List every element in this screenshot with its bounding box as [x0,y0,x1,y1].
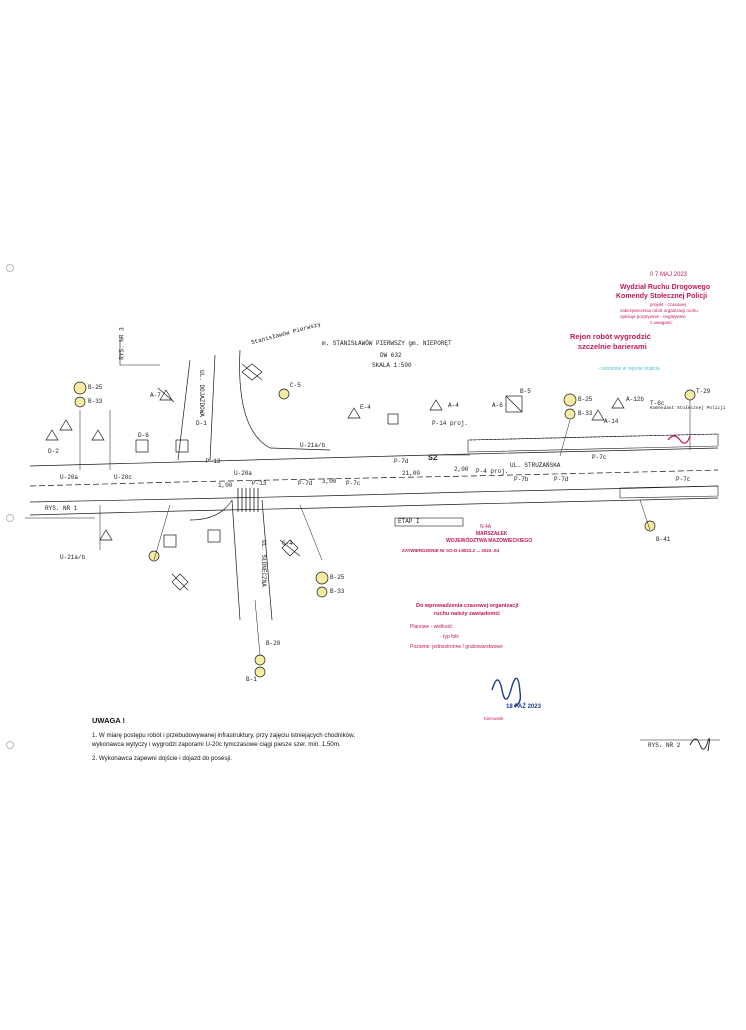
sign-label: B-33 [578,410,593,417]
sign-label: A-6 [492,402,503,409]
sign-label: B-20 [266,640,281,647]
stamp-text: N 4A [480,524,492,530]
stamp-text: zabezpieczenia robót organizacji ruchu [620,308,698,313]
sign-label: P-7d [554,476,569,483]
sign-label: B-5 [520,388,531,395]
sign-label: P-7c [592,454,607,461]
stamp-text: opiniuje pozytywnie - negatywnie [620,314,686,319]
barrier-hatch [467,433,719,499]
sign-label: U-21a/b [60,554,86,561]
stamp-text: projekt - czasowej [650,302,687,307]
sign-label: P-13 [206,458,221,465]
stamp-text: Wydział Ruchu Drogowego [620,284,711,291]
sign-label: A-4 [448,402,459,409]
drawing-scale: SKALA 1:500 [372,362,412,369]
sign-label: D-1 [196,420,207,427]
sign-label: P-7b [514,476,529,483]
street-label: UL. DOJAZDOWA [197,370,205,417]
note-line: wykonawca wytyczy i wygrodzi zaporami U-… [92,741,341,748]
temporary-signs [45,363,625,591]
sign-label: T-6c [650,400,665,407]
sign-label: B-41 [656,536,671,543]
sign-label: A-14 [604,418,619,425]
note-line: 2. Wykonawca zapewni dojście i dojazd do… [92,755,232,762]
signature [491,677,522,707]
side-road-south [189,499,273,621]
stamp-text: Rejon robót wygrodzić [570,332,651,341]
sign-label: E-4 [360,404,371,411]
sign-label: T-29 [696,388,711,395]
stamp-text: Kierownik [484,716,504,721]
sign-label: D-2 [48,448,59,455]
dimension-label: 3,00 [322,478,337,485]
punch-hole [6,264,14,272]
sign-label: B-25 [578,396,593,403]
sign-label: P-13 [252,480,267,487]
drawing-frame [25,340,720,741]
street-label: UL. SŁONECZNA [259,540,267,587]
side-road-north [177,349,331,461]
dimension-label: 1,00 [218,482,233,489]
sign-label: C-5 [290,382,301,389]
punch-hole [6,741,14,749]
sign-label: U-20c [114,474,133,481]
stamp-text: - ostrożnie w rejonie dojścia [598,366,660,372]
stamp-text: Komendy Stołecznej Policji [616,293,708,300]
street-label: UL. STRUŻAŃSKA [510,462,561,469]
sign-label: U-21a/b [300,442,326,449]
sign-label: P-7c [346,480,361,487]
approval-stamp-box [394,517,464,527]
drawing-location: m. STANISŁAWÓW PIERWSZY gm. NIEPORĘT [322,340,452,347]
sign-label: U-20a [234,470,253,477]
signature [667,435,691,444]
stamp-date: 18 PAŹ 2023 [506,704,541,710]
stamp-text: WOJEWÓDZTWA MAZOWIECKIEGO [446,538,533,544]
sign-label: B-1 [246,676,257,683]
dimension-label: S2 [428,454,438,463]
dimension-label: 2,00 [454,466,469,473]
stamp-text: szczelnie barierami [578,342,647,351]
sign-label: B-33 [88,398,103,405]
sign-label: P-4 proj. [476,468,509,475]
stamp-text: Planowe - wielkość [410,624,453,630]
dimension-label: 21,00 [402,470,421,477]
stamp-text: Do wprowadzenia czasowej organizacji [416,603,519,609]
drawing-road: DW 632 [380,352,402,359]
leader-lines [79,400,691,656]
figure-ref: RYS. NR 3 [118,327,126,360]
notes-heading: UWAGA ! [92,716,126,725]
stamp-text: Komendant Stołecznej Policji [650,406,726,411]
sign-label: B-25 [330,574,345,581]
signature [689,738,710,752]
sign-label: P-14 proj. [432,420,469,427]
sign-label: P-7c [676,476,691,483]
stamp-text: ZATWIERDZENIE Nr SO-D-I.8022.2 ... 2023 … [402,548,499,553]
stage-label: ETAP I [398,518,420,525]
main-road [29,433,719,516]
figure-ref: RYS. NR 1 [45,505,78,512]
stamp-text: ruchu należy zawiadomić [434,611,501,617]
figure-ref: RYS. NR 2 [648,742,681,749]
note-line: 1. W miarę postępu robót i przebudowywan… [92,732,355,739]
sign-label: B-25 [88,384,103,391]
sign-label: A-12b [626,396,645,403]
crosswalk [237,488,259,512]
punch-hole [6,514,14,522]
stamp-text: - typ folii [440,634,459,640]
warning-sign-cluster [73,381,696,678]
sign-label: B-33 [330,588,345,595]
sign-label: P-7d [298,480,313,487]
stamp-date: 0 7 MAJ 2023 [650,272,688,278]
sign-label: D-6 [138,432,149,439]
stamp-text: Poziome: jednostronne / grubowarstwowe [410,644,503,650]
sign-label: C-4 [282,540,293,547]
sign-label: A-7 [150,392,161,399]
stamp-text: z uwagami: [650,320,673,325]
sign-label: P-7d [394,458,409,465]
stamp-text: MARSZAŁEK [476,531,508,537]
sign-label: U-20a [60,474,79,481]
